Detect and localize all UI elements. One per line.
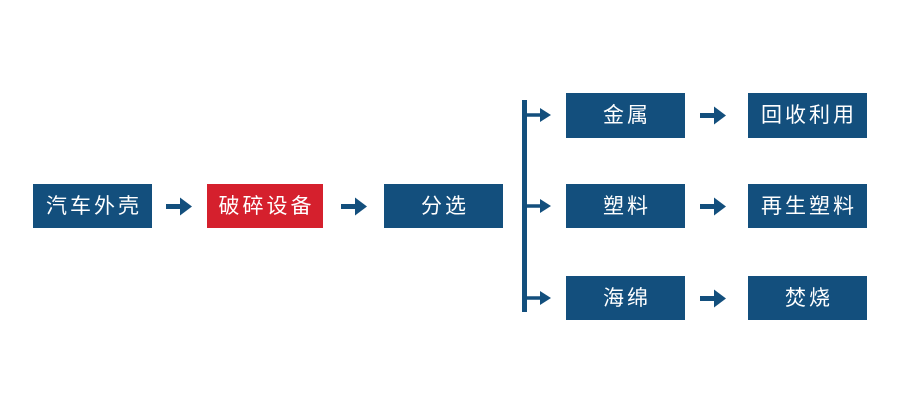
- node-recycled-plastic-label: 再生塑料: [761, 194, 857, 218]
- node-sorting-label: 分选: [421, 194, 469, 218]
- arrow-right-icon: [700, 197, 726, 216]
- node-recycled-plastic: 再生塑料: [748, 184, 867, 228]
- arrow-right-icon: [526, 108, 551, 122]
- node-car-shell-label: 汽车外壳: [46, 194, 142, 218]
- arrow-right-icon: [700, 289, 726, 308]
- node-plastic: 塑料: [566, 184, 685, 228]
- branch-trunk-line: [522, 100, 527, 312]
- node-car-shell: 汽车外壳: [33, 184, 152, 228]
- arrow-right-icon: [526, 291, 551, 305]
- node-incineration: 焚烧: [748, 276, 867, 320]
- node-recycle-use-label: 回收利用: [761, 104, 857, 127]
- node-plastic-label: 塑料: [603, 194, 651, 218]
- node-sorting: 分选: [384, 184, 503, 228]
- node-recycle-use: 回收利用: [748, 93, 867, 138]
- node-sponge: 海绵: [566, 276, 685, 320]
- arrow-right-icon: [700, 106, 726, 125]
- node-incineration-label: 焚烧: [785, 286, 833, 310]
- arrow-right-icon: [166, 197, 192, 216]
- node-metal-label: 金属: [603, 104, 651, 127]
- node-crusher-label: 破碎设备: [218, 194, 315, 218]
- node-crusher: 破碎设备: [207, 184, 323, 228]
- node-sponge-label: 海绵: [603, 286, 651, 310]
- arrow-right-icon: [526, 199, 551, 213]
- node-metal: 金属: [566, 93, 685, 138]
- arrow-right-icon: [341, 197, 367, 216]
